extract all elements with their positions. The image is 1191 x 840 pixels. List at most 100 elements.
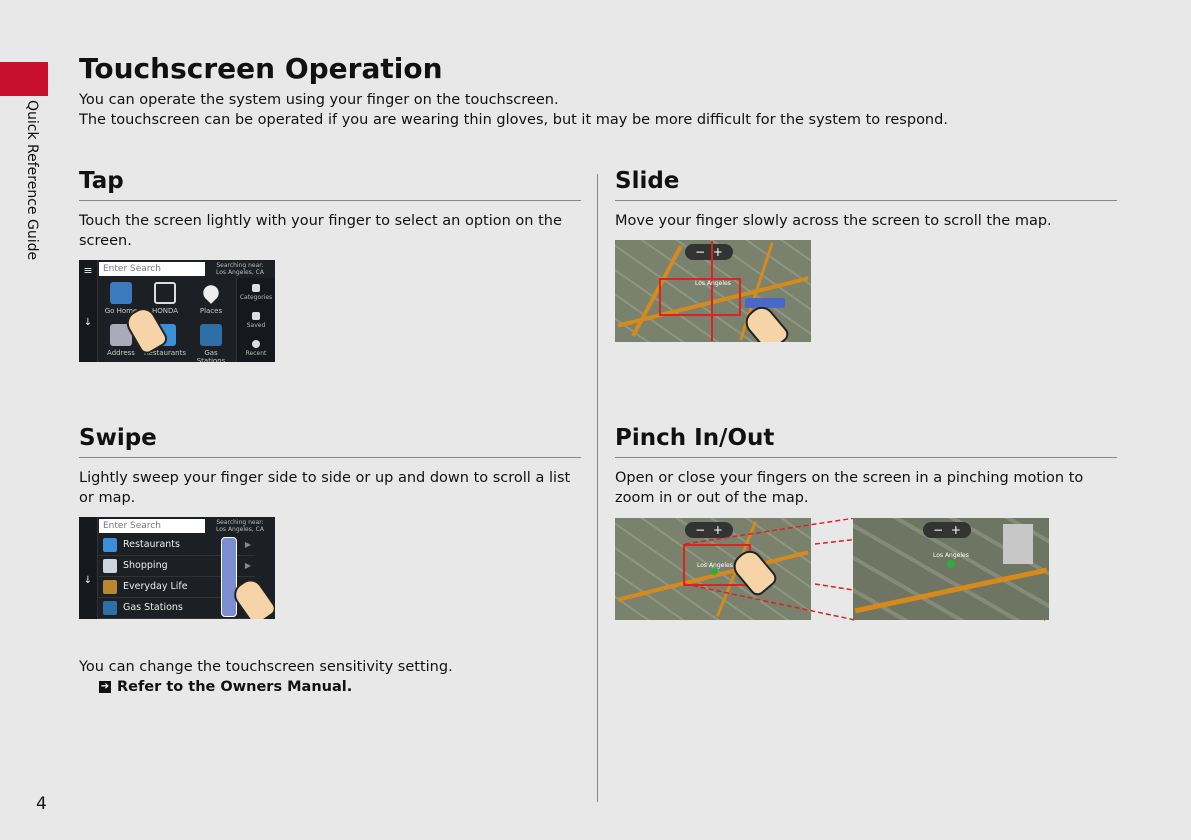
recent-button[interactable]: Recent: [237, 340, 275, 357]
everyday-life-icon: [103, 579, 117, 594]
place-label: Los Angeles: [697, 562, 733, 569]
zoom-in-button[interactable]: +: [712, 523, 723, 537]
searching-near: Searching near: Los Angeles, CA: [209, 262, 271, 276]
chevron-right-icon: ▶: [244, 540, 251, 549]
list-item[interactable]: Gas Stations: [99, 598, 255, 619]
menu-rightbar: Categories Saved Recent: [236, 278, 275, 362]
search-input[interactable]: Enter Search: [99, 262, 205, 276]
pinch-map-after: − + Los Angeles: [853, 518, 1049, 620]
slide-section: Slide Move your finger slowly across the…: [615, 168, 1117, 231]
tile-label: Address: [107, 349, 135, 357]
pinch-text: Open or close your fingers on the screen…: [615, 470, 1084, 506]
menu-sidebar: ↓: [79, 517, 98, 619]
swipe-heading: Swipe: [79, 425, 581, 458]
location-pin-icon: [947, 560, 955, 568]
tap-screenshot: ≡ ↓ Enter Search Searching near: Los Ang…: [79, 260, 275, 362]
slide-map-screenshot: − + Los Angeles: [615, 240, 811, 342]
honda-icon: [154, 282, 176, 304]
tap-text: Touch the screen lightly with your finge…: [79, 213, 562, 249]
location-label: Los Angeles, CA: [216, 526, 264, 533]
tap-section: Tap Touch the screen lightly with your f…: [79, 168, 581, 251]
list-item[interactable]: Restaurants ▶: [99, 535, 255, 556]
restaurant-icon: [103, 537, 117, 552]
list-item-label: Gas Stations: [123, 602, 183, 613]
place-label: Los Angeles: [933, 552, 969, 559]
pinch-heading: Pinch In/Out: [615, 425, 1117, 458]
saved-label: Saved: [246, 322, 266, 329]
building-3d: [1003, 524, 1033, 564]
tile-label: Places: [199, 307, 223, 315]
drag-target-box: [659, 278, 741, 316]
column-divider: [597, 174, 598, 802]
chevron-right-icon: ▶: [244, 561, 251, 570]
reference-arrow-icon: ➔: [99, 681, 111, 693]
menu-sidebar: ≡ ↓: [79, 260, 98, 362]
pinch-map-before: − + Los Angeles: [615, 518, 811, 620]
shopping-bag-icon: [103, 558, 117, 573]
searching-near-label: Searching near:: [216, 519, 264, 526]
zoom-out-button[interactable]: −: [695, 245, 706, 259]
tile-label: Restaurants: [144, 349, 186, 357]
reference-label: Refer to the Owners Manual.: [117, 679, 353, 695]
zoom-out-button[interactable]: −: [695, 523, 706, 537]
swipe-screenshot: ↓ Enter Search Searching near: Los Angel…: [79, 517, 275, 619]
zoom-controls[interactable]: − +: [685, 244, 733, 260]
pin-icon: [200, 282, 222, 304]
gas-pump-icon: [103, 600, 117, 615]
zoom-in-button[interactable]: +: [712, 245, 723, 259]
searching-near: Searching near: Los Angeles, CA: [209, 519, 271, 533]
saved-button[interactable]: Saved: [237, 312, 275, 329]
clock-icon: [252, 340, 260, 348]
searching-near-label: Searching near:: [216, 262, 264, 269]
scroll-down-icon: ↓: [83, 575, 93, 586]
list-item-label: Restaurants: [123, 539, 180, 550]
zoom-out-button[interactable]: −: [933, 523, 944, 537]
recent-label: Recent: [245, 350, 267, 357]
intro-line-1: You can operate the system using your fi…: [79, 92, 559, 108]
sensitivity-note: You can change the touchscreen sensitivi…: [79, 657, 453, 697]
list-item[interactable]: Shopping ▶: [99, 556, 255, 577]
home-icon: [110, 282, 132, 304]
manual-reference-link[interactable]: ➔ Refer to the Owners Manual.: [79, 677, 453, 697]
tile-address[interactable]: Address: [99, 324, 143, 357]
intro-line-2: The touchscreen can be operated if you a…: [79, 112, 948, 128]
place-label: Los Angeles: [695, 280, 731, 287]
menu-icon: ≡: [83, 264, 93, 277]
map-road: [854, 567, 1048, 614]
tile-honda[interactable]: HONDA: [143, 282, 187, 315]
categories-icon: [252, 284, 260, 292]
page-number: 4: [36, 794, 47, 814]
zoom-in-button[interactable]: +: [950, 523, 961, 537]
crosshair-vertical: [711, 241, 713, 341]
note-text: You can change the touchscreen sensitivi…: [79, 659, 453, 675]
page-title: Touchscreen Operation: [79, 52, 443, 85]
intro-text: You can operate the system using your fi…: [79, 90, 948, 130]
tile-gas-stations[interactable]: Gas Stations: [189, 324, 233, 362]
slide-arrow-icon: [745, 298, 785, 308]
tile-label: Gas Stations: [196, 349, 226, 362]
swipe-text: Lightly sweep your finger side to side o…: [79, 470, 571, 506]
side-label: Quick Reference Guide: [24, 100, 40, 261]
list-item-label: Everyday Life: [123, 581, 188, 592]
tile-go-home[interactable]: Go Home: [99, 282, 143, 315]
gas-pump-icon: [200, 324, 222, 346]
slide-heading: Slide: [615, 168, 1117, 201]
search-input[interactable]: Enter Search: [99, 519, 205, 533]
swipe-arrow-icon: [221, 537, 237, 617]
tile-places[interactable]: Places: [189, 282, 233, 315]
tap-heading: Tap: [79, 168, 581, 201]
zoom-controls[interactable]: − +: [923, 522, 971, 538]
categories-button[interactable]: Categories: [237, 284, 275, 301]
tile-label: HONDA: [151, 307, 179, 315]
scroll-down-icon: ↓: [83, 317, 93, 328]
location-pin-icon: [711, 568, 718, 575]
tile-label: Go Home: [104, 307, 138, 315]
zoom-controls[interactable]: − +: [685, 522, 733, 538]
mailbox-icon: [110, 324, 132, 346]
heart-icon: [252, 312, 260, 320]
categories-label: Categories: [239, 294, 273, 301]
list-item-label: Shopping: [123, 560, 168, 571]
swipe-section: Swipe Lightly sweep your finger side to …: [79, 425, 581, 508]
section-tab: [0, 62, 48, 96]
slide-text: Move your finger slowly across the scree…: [615, 213, 1052, 229]
